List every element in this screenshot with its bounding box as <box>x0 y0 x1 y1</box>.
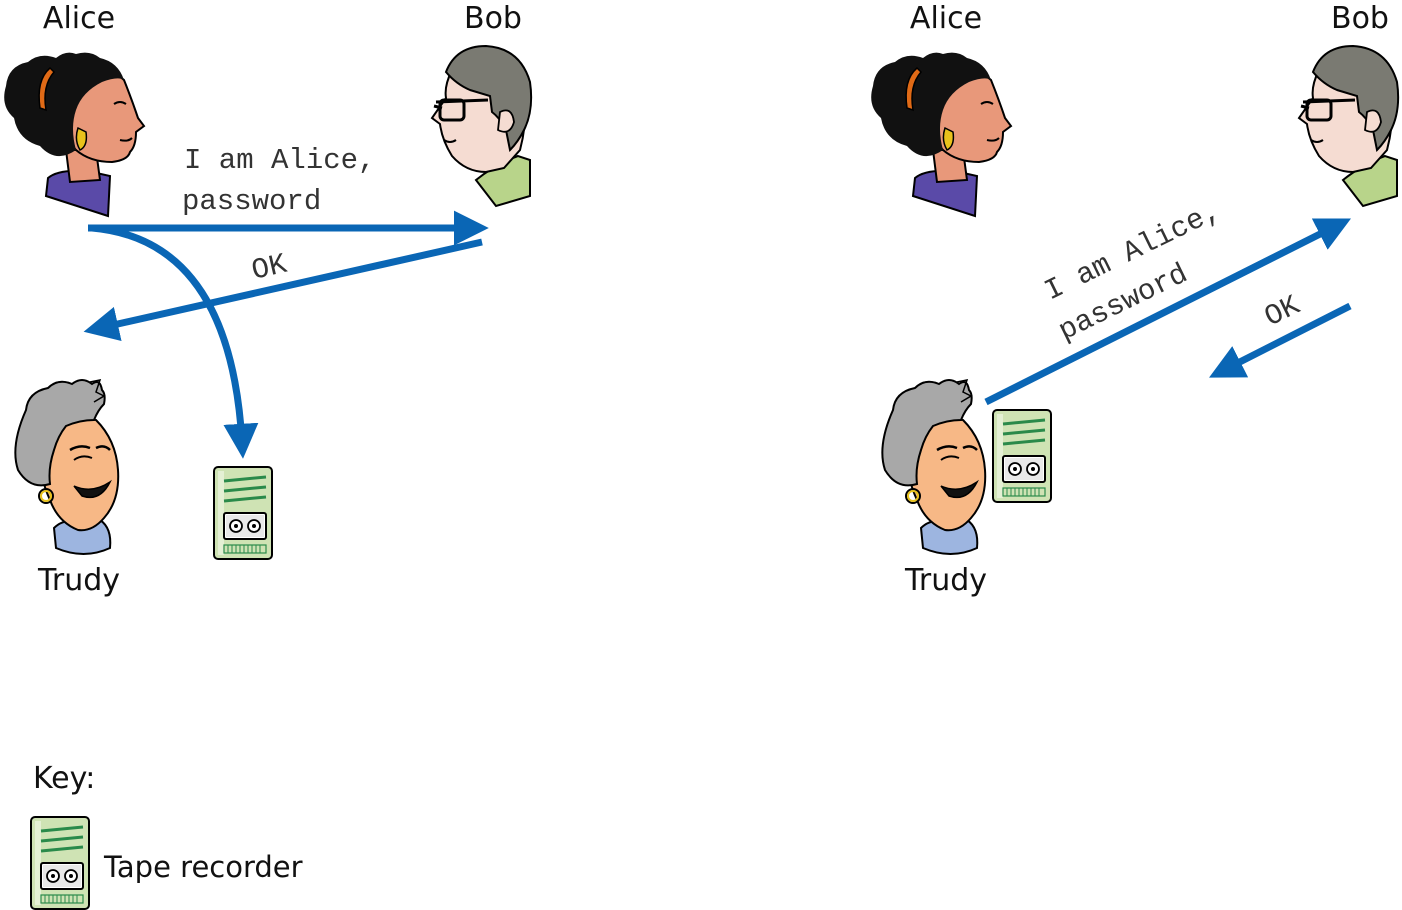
message-line2: password <box>182 185 321 218</box>
tape-recorder-icon <box>29 815 91 910</box>
ok-arrow-bob-to-alice <box>83 238 483 342</box>
bob-label: Bob <box>1331 1 1389 36</box>
replayed-message-arrow <box>984 218 1352 406</box>
legend: Key: Tape recorder <box>29 761 303 910</box>
tape-recorder-label: Tape recorder <box>103 850 303 884</box>
trudy-label: Trudy <box>904 563 987 598</box>
bob-icon <box>1297 44 1400 208</box>
message-line1: I am Alice, <box>184 144 375 177</box>
alice-label: Alice <box>43 1 115 36</box>
reply-ok: OK <box>249 248 291 288</box>
bob-label: Bob <box>464 1 522 36</box>
alice-label: Alice <box>910 1 982 36</box>
tape-recorder-icon <box>212 465 274 561</box>
alice-icon <box>870 51 1012 217</box>
trudy-label: Trudy <box>37 563 120 598</box>
key-title: Key: <box>33 761 95 796</box>
trudy-icon <box>881 378 987 556</box>
left-panel: Alice Bob Trudy I am Alice, password OK <box>3 1 533 598</box>
alice-icon <box>3 51 146 217</box>
bob-icon <box>430 44 533 208</box>
ok-arrow-bob-to-trudy <box>1209 302 1352 378</box>
tape-recorder-icon <box>991 408 1053 504</box>
right-panel: Alice Bob Trudy I am Alice, password OK <box>870 1 1400 598</box>
reply-ok: OK <box>1259 289 1305 334</box>
trudy-icon <box>14 378 120 556</box>
recording-arrow <box>91 224 259 459</box>
